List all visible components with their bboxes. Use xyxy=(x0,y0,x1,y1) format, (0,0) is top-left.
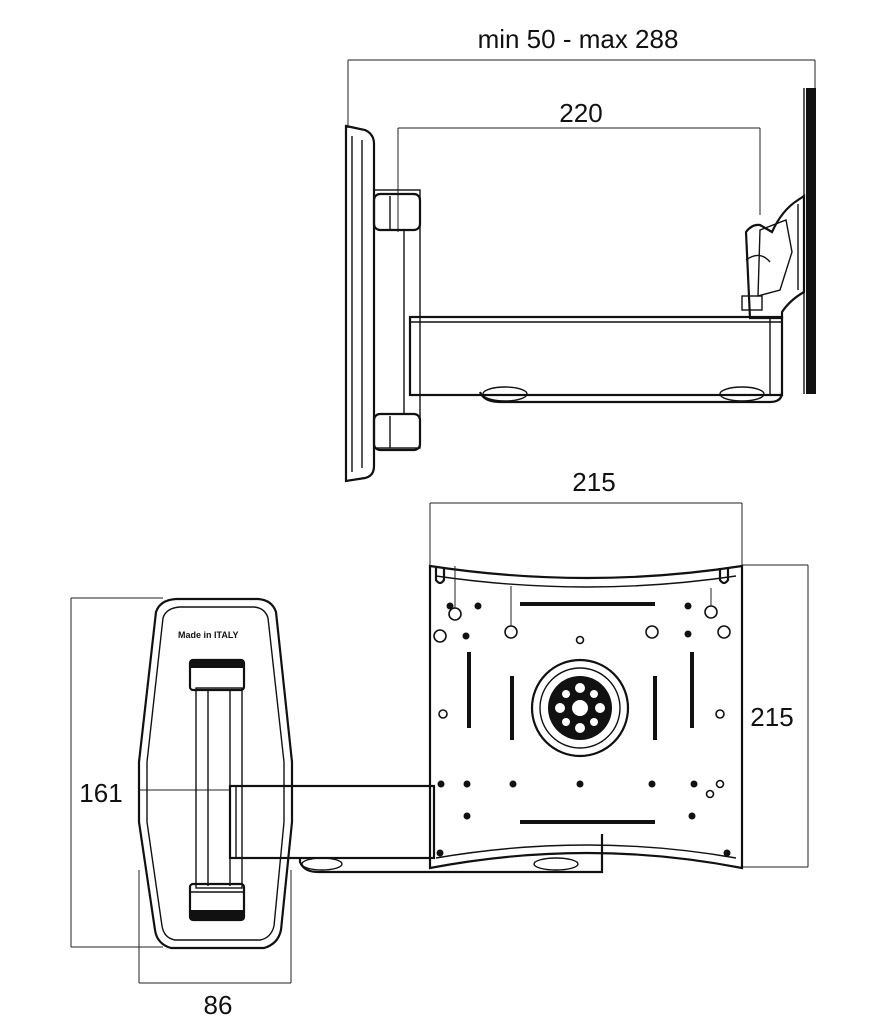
plate-height-label: 215 xyxy=(750,702,793,732)
plate-height-dimension: 215 xyxy=(742,564,809,868)
mounting-holes xyxy=(436,602,731,857)
wall-width-label: 86 xyxy=(204,990,233,1020)
side-view: min 50 - max 288 220 xyxy=(344,24,816,483)
side-arm xyxy=(408,315,784,404)
vesa-plate xyxy=(428,564,744,870)
plate-width-dimension: 215 xyxy=(429,467,743,568)
plate-width-label: 215 xyxy=(572,467,615,497)
arm-length-label: 220 xyxy=(559,98,602,128)
wall-height-label: 161 xyxy=(79,778,122,808)
vesa-slots xyxy=(467,602,694,824)
side-tilt-head xyxy=(741,193,806,320)
side-wall-bracket xyxy=(372,189,422,452)
front-wall-plate: Made in ITALY xyxy=(137,597,294,950)
keyhole-slots xyxy=(433,566,731,643)
side-wall-plate xyxy=(344,124,376,483)
side-tv-screen xyxy=(803,88,816,394)
rotation-disc xyxy=(530,658,630,758)
wall-height-dimension: 161 xyxy=(70,597,230,948)
depth-range-label: min 50 - max 288 xyxy=(478,24,679,54)
depth-range-dimension: min 50 - max 288 xyxy=(347,24,816,128)
made-in-italy-label: Made in ITALY xyxy=(178,630,239,640)
front-arm xyxy=(228,784,604,874)
wall-width-dimension: 86 xyxy=(138,870,292,1020)
front-view: 215 215 161 86 Made in ITALY xyxy=(70,467,809,1020)
arm-length-dimension: 220 xyxy=(397,98,761,232)
